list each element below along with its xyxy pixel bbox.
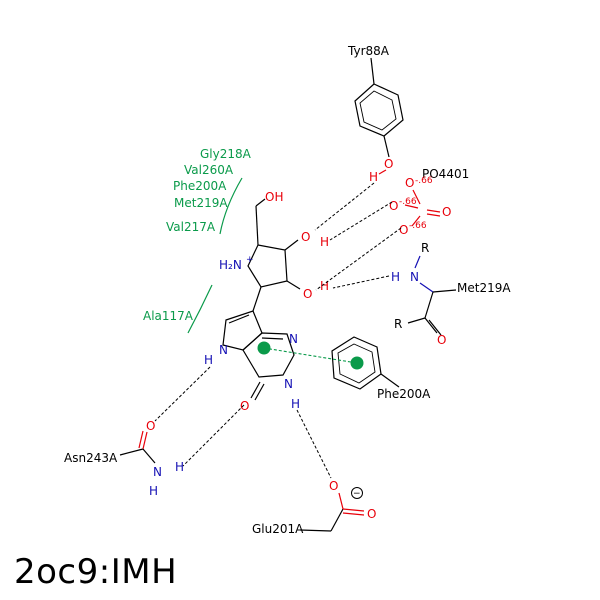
hydrophobic-gly218: Gly218A — [200, 147, 252, 161]
ligand-h-upper: H — [320, 235, 329, 249]
glu201-label: Glu201A — [252, 522, 304, 536]
bicyclic-n-top: N — [289, 332, 298, 346]
met219-backbone-label: Met219A — [457, 281, 511, 295]
po4-charge-2: -.66 — [399, 197, 417, 207]
met219-r-bottom: R — [394, 317, 402, 331]
met219-r-top: R — [421, 241, 429, 255]
bicyclic-n-pyrrole: N — [219, 343, 228, 357]
po4-charge-3: -.66 — [409, 221, 427, 231]
diagram-title: 2oc9:IMH — [14, 552, 178, 592]
po4-bonds — [404, 189, 441, 227]
bicyclic-nh-hydrogen: H — [204, 353, 213, 367]
ligand-o-upper: O — [301, 230, 310, 244]
tyr88-group — [354, 57, 404, 175]
ligand-plus-charge: + — [246, 255, 254, 265]
hydrophobic-phe200: Phe200A — [173, 179, 227, 193]
hbond-glu — [296, 409, 332, 479]
bicyclic-carbonyl-o: O — [240, 399, 249, 413]
asn243-h-right: H — [175, 460, 184, 474]
bicyclic-n-lower-h: H — [291, 397, 300, 411]
met219-carbonyl-o: O — [437, 333, 446, 347]
glu201-oxygen-top: O — [329, 479, 338, 493]
ligand-o-lower: O — [303, 287, 312, 301]
hydrophobic-arc-upper — [219, 177, 243, 235]
ligand-h-lower: H — [320, 279, 329, 293]
glu201-oxygen-right: O — [367, 507, 376, 521]
ligand-h2n-label: H₂N — [219, 258, 242, 272]
phe200-ring — [331, 336, 400, 390]
hbond-po4-ligand-upper — [329, 201, 393, 241]
pi-stacking-line — [263, 347, 358, 364]
met219-nitrogen: N — [410, 270, 419, 284]
hydrophobic-val260: Val260A — [184, 163, 234, 177]
tyr88-label: Tyr88A — [347, 44, 390, 58]
asn243-group — [119, 430, 156, 464]
hbond-po4-ligand-lower — [315, 227, 402, 291]
hbond-met-ligand — [332, 275, 390, 289]
glu201-minus: − — [353, 489, 361, 499]
hydrophobic-met219: Met219A — [174, 196, 228, 210]
hydrogen-bonds — [154, 182, 402, 479]
pi-center-phe — [350, 356, 364, 370]
ligand-pyrrolidine — [247, 198, 301, 312]
hydrophobic-val217: Val217A — [166, 220, 216, 234]
po4-oxygen-4: O — [399, 223, 408, 237]
hbond-tyr-ligand — [314, 182, 375, 231]
met219-backbone — [407, 255, 457, 336]
asn243-label: Asn243A — [64, 451, 118, 465]
asn243-nitrogen: N — [153, 465, 162, 479]
hydrophobic-arc-lower — [187, 284, 213, 334]
glu201-group — [299, 492, 365, 532]
po4-oxygen-1: O — [405, 176, 414, 190]
met219-nh-hydrogen: H — [391, 270, 400, 284]
ligand-bicyclic — [222, 310, 295, 401]
asn243-h-below: H — [149, 484, 158, 498]
glu201-charge-circle — [351, 487, 363, 499]
hbond-asn-n — [154, 366, 211, 422]
bicyclic-n-lower: N — [284, 377, 293, 391]
tyr-oxygen: O — [384, 157, 393, 171]
po4-oxygen-3: O — [442, 205, 451, 219]
po4-charge-1: -.66 — [415, 176, 433, 186]
ligand-oh-label: OH — [265, 190, 283, 204]
asn243-oxygen: O — [146, 419, 155, 433]
phe200-ring-label: Phe200A — [377, 387, 431, 401]
hydrophobic-ala117: Ala117A — [143, 309, 194, 323]
po4-label: PO4401 — [422, 167, 469, 181]
tyr-hydrogen: H — [369, 170, 378, 184]
po4-oxygen-2: O — [389, 199, 398, 213]
hbond-asn-o — [182, 404, 245, 467]
